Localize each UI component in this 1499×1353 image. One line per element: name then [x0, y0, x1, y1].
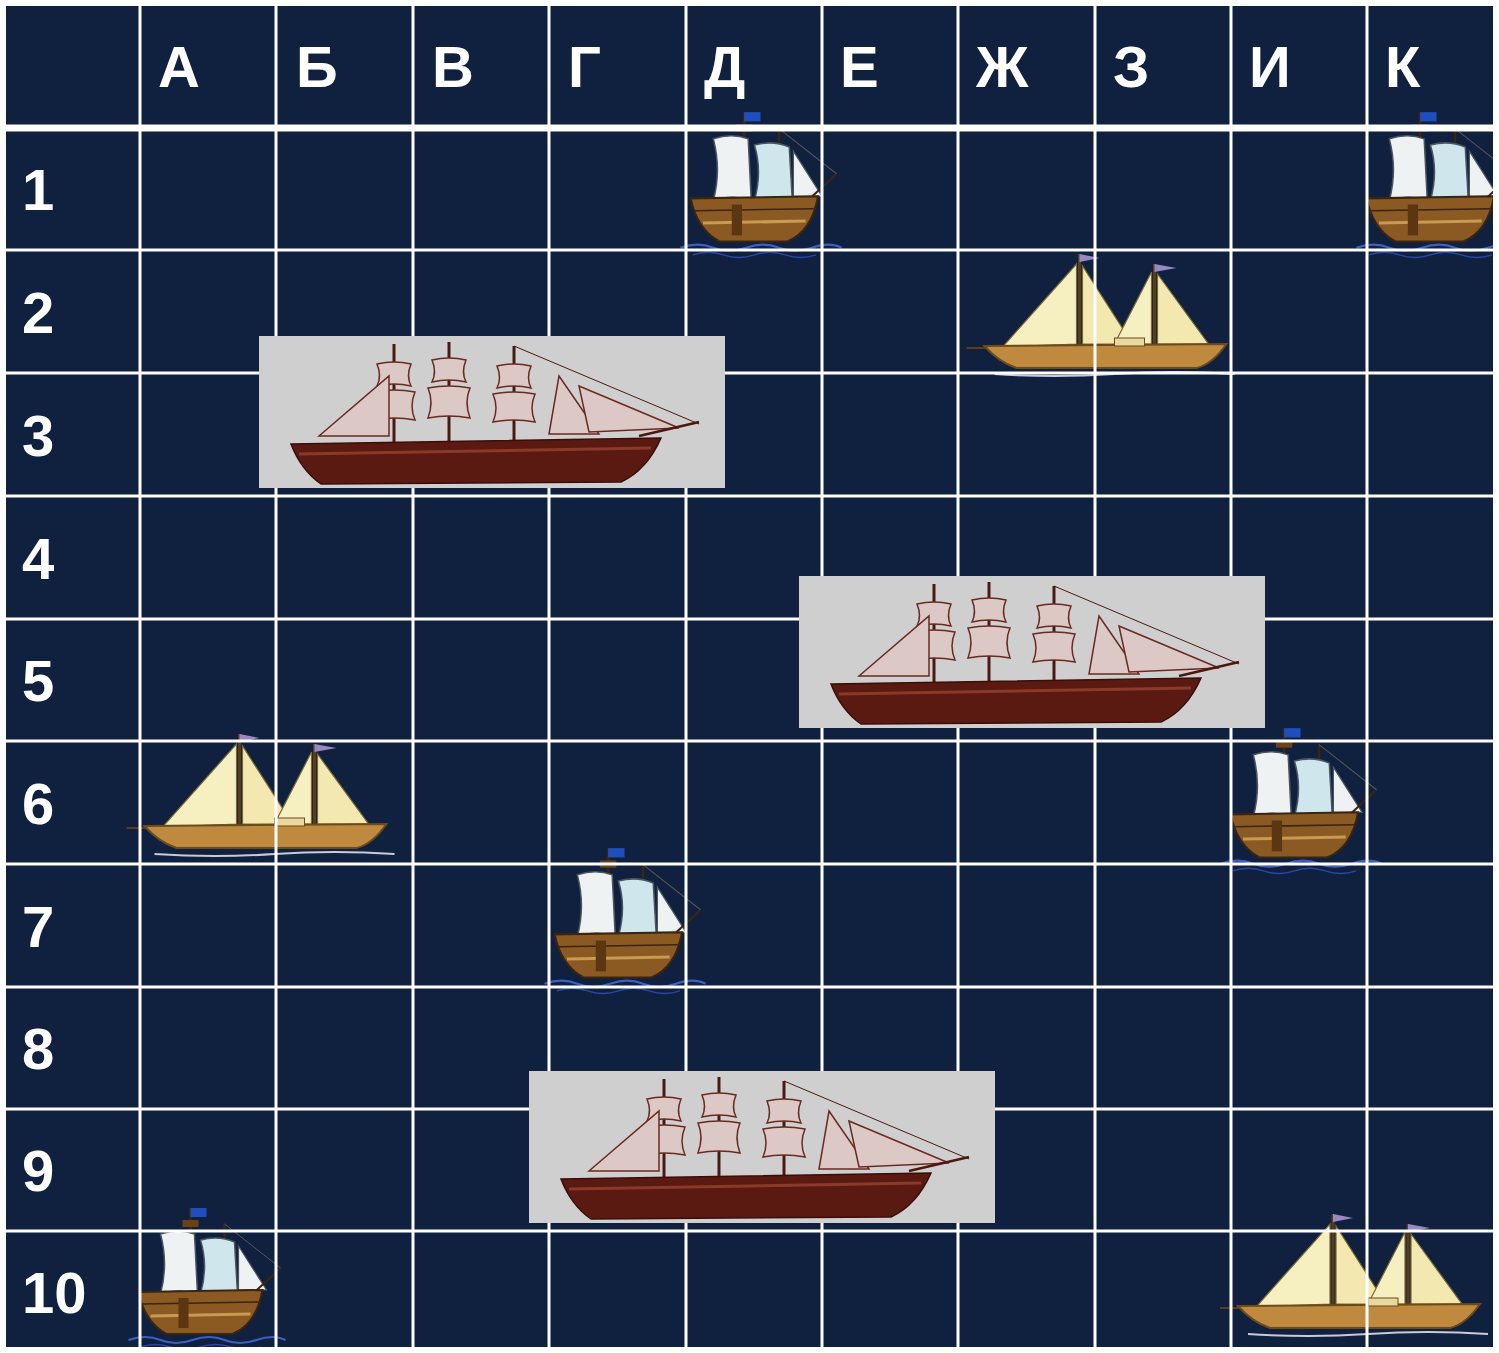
row-number: 10	[22, 1233, 87, 1353]
row-number: 6	[22, 743, 54, 864]
row-number: 8	[22, 989, 54, 1109]
row-number: 3	[22, 375, 54, 496]
column-letter: Ж	[976, 8, 1028, 126]
caravel-ship	[1356, 112, 1499, 257]
column-letter: И	[1249, 8, 1291, 126]
caravel-ship	[129, 1208, 286, 1350]
row-number: 7	[22, 866, 54, 987]
row-number: 1	[22, 130, 54, 250]
four-deck-ship	[259, 336, 725, 488]
sloop-ship	[967, 254, 1235, 376]
column-letter: Б	[296, 8, 338, 126]
column-letter: А	[158, 8, 200, 126]
row-number: 4	[22, 498, 54, 619]
column-letter: Е	[840, 8, 879, 126]
column-letter: Г	[568, 8, 601, 126]
column-letter: В	[432, 8, 474, 126]
row-number: 9	[22, 1111, 54, 1231]
caravel-ship	[1220, 728, 1381, 873]
row-number: 5	[22, 621, 54, 741]
row-number: 2	[22, 252, 54, 373]
caravel-ship	[544, 848, 705, 993]
sloop-ship	[127, 734, 395, 856]
four-deck-ship	[529, 1071, 995, 1223]
four-deck-ship	[799, 576, 1265, 728]
column-letter: З	[1113, 8, 1149, 126]
caravel-ship	[680, 112, 841, 257]
column-letter: Д	[704, 8, 745, 126]
column-letter: К	[1385, 8, 1420, 126]
